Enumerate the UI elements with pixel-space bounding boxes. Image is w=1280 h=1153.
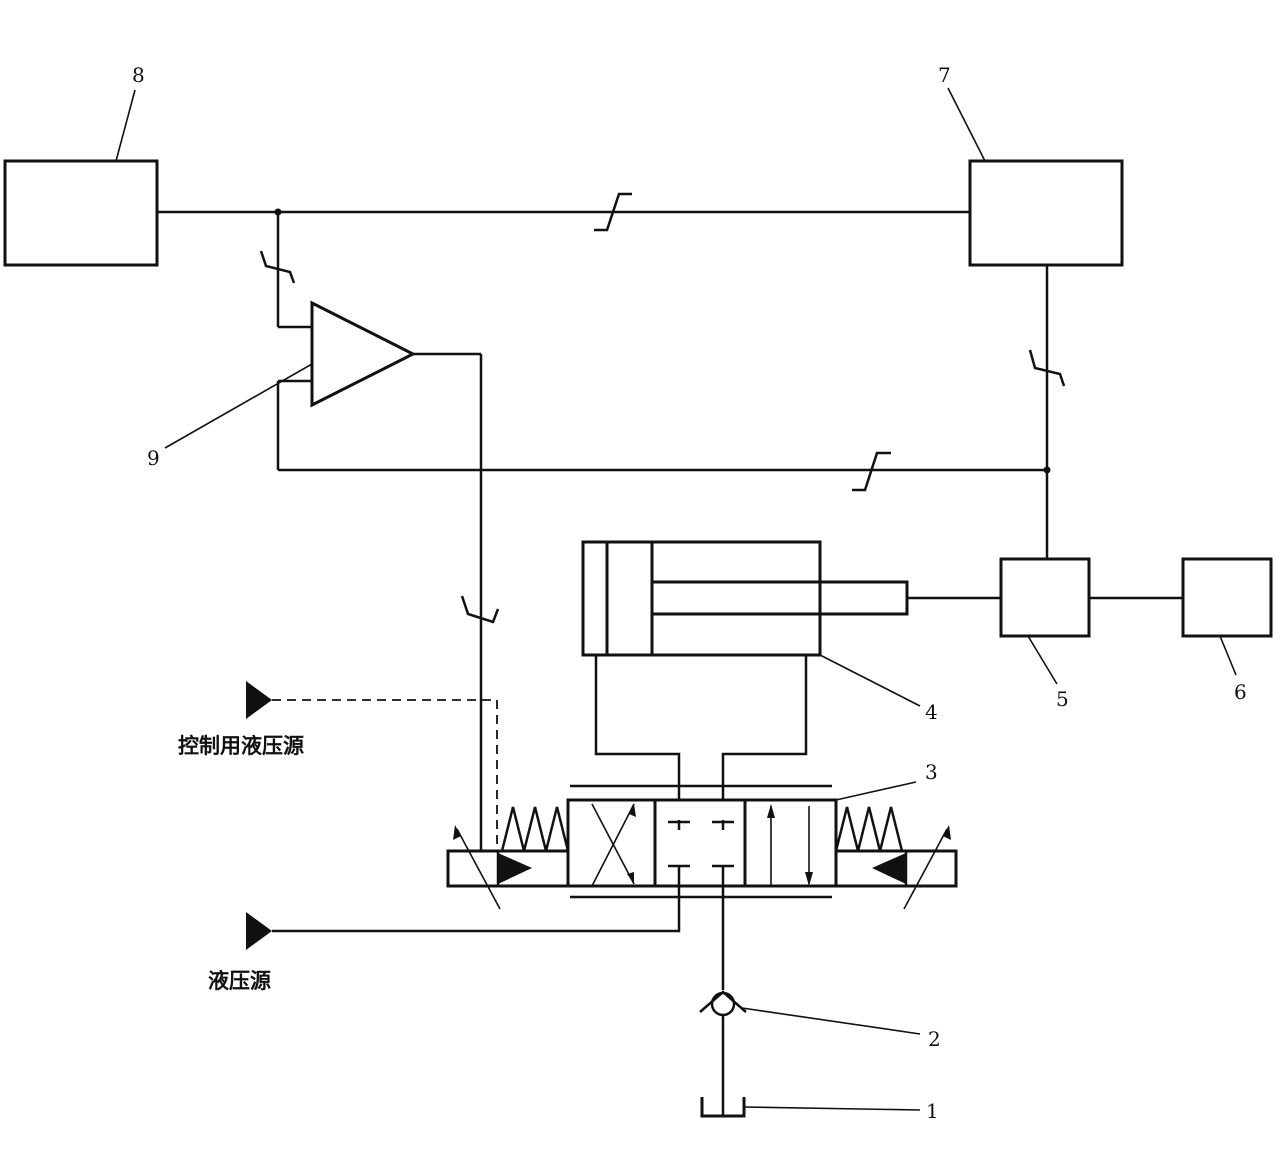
leader-8 xyxy=(115,89,136,162)
leader-5 xyxy=(1027,635,1058,685)
arrowhead-up xyxy=(767,804,775,818)
line-break-symbol-top xyxy=(594,192,632,232)
right-spring xyxy=(834,806,904,852)
port-line-a xyxy=(594,655,681,820)
label-6: 6 xyxy=(1234,680,1247,704)
left-pilot-triangle xyxy=(498,853,532,884)
leader-2 xyxy=(741,1007,921,1035)
leader-4 xyxy=(819,654,921,707)
line-break-symbol-right xyxy=(1028,349,1066,387)
hydraulic-source-triangle xyxy=(246,912,272,950)
port-line-b xyxy=(721,655,808,820)
box-5 xyxy=(999,557,1091,638)
valve-3-body xyxy=(566,798,838,888)
amplifier-9 xyxy=(310,300,417,408)
arrowhead-1 xyxy=(629,804,636,817)
line-break-symbol-valve-input xyxy=(460,595,500,624)
pressure-supply-line xyxy=(272,866,681,933)
cylinder-4 xyxy=(581,540,822,657)
arrowhead-2 xyxy=(627,872,634,884)
check-valve-2-seat xyxy=(699,990,747,1013)
control-pilot-dashed-line xyxy=(272,699,498,851)
line-break-symbol-feedback xyxy=(852,451,891,492)
arrowhead-down xyxy=(805,872,813,886)
label-8: 8 xyxy=(132,63,145,87)
left-variable-arrow xyxy=(456,828,501,910)
label-9: 9 xyxy=(147,446,160,470)
leader-6 xyxy=(1219,635,1237,676)
label-3: 3 xyxy=(925,760,938,784)
right-pilot-triangle xyxy=(872,853,906,884)
label-2: 2 xyxy=(928,1027,941,1051)
cross-arrow-2 xyxy=(591,803,635,885)
left-variable-arrowhead xyxy=(453,825,461,840)
leader-9 xyxy=(164,363,313,449)
control-source-triangle xyxy=(246,681,272,719)
box-6 xyxy=(1181,557,1273,638)
check-valve-2-ball xyxy=(710,991,736,1017)
left-spring xyxy=(500,806,570,852)
right-variable-arrowhead xyxy=(943,825,951,840)
label-4: 4 xyxy=(925,700,938,724)
leader-1 xyxy=(743,1106,921,1111)
leader-3 xyxy=(835,781,917,801)
control-source-caption: 控制用液压源 xyxy=(178,734,304,758)
line-break-symbol-amp-input xyxy=(259,250,296,284)
leader-7 xyxy=(947,87,986,162)
label-7: 7 xyxy=(938,63,951,87)
box-7 xyxy=(968,159,1124,267)
right-variable-arrow xyxy=(903,828,948,910)
box-8 xyxy=(3,159,159,267)
label-1: 1 xyxy=(926,1099,939,1123)
hydraulic-source-caption: 液压源 xyxy=(208,969,271,993)
label-5: 5 xyxy=(1056,687,1069,711)
tank-1 xyxy=(700,1097,746,1118)
